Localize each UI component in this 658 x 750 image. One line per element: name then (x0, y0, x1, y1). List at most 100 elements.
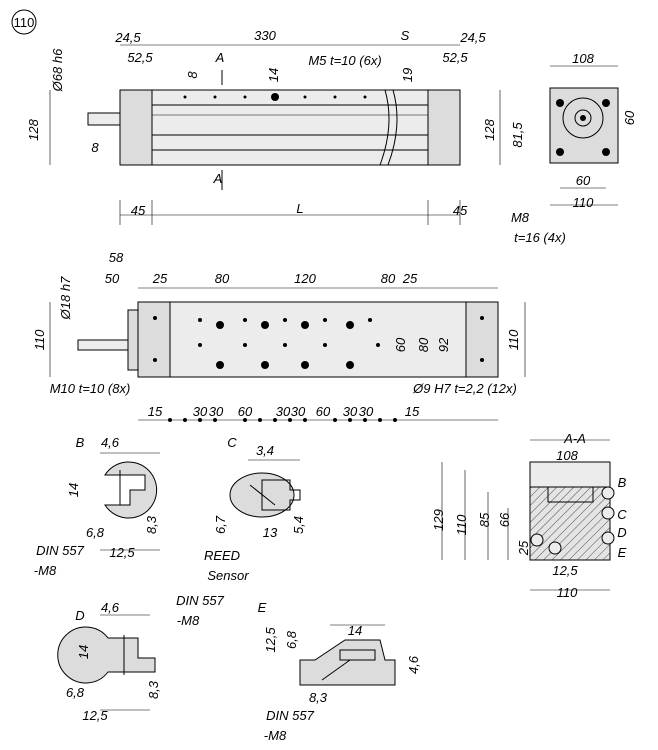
dimension-label-sA-110a: 110 (454, 514, 469, 535)
dimension-label-b-30c: 30 (276, 404, 291, 419)
dimension-label-sA-125: 12,5 (552, 563, 578, 578)
dimension-label-sD-14: 14 (76, 645, 91, 659)
dimension-label-t-245a: 24,5 (114, 30, 141, 45)
dimension-label-sE-68: 6,8 (284, 630, 299, 649)
dimension-label-sA-25: 25 (516, 540, 531, 556)
dimension-label-t-8a: 8 (185, 71, 200, 79)
dimension-label-sE-din: DIN 557 (266, 708, 314, 723)
dimension-label-sE-46: 4,6 (406, 655, 421, 674)
dimension-label-sA-129: 129 (431, 509, 446, 531)
dimension-label-sD-46: 4,6 (101, 600, 120, 615)
dimension-label-m-60: 60 (393, 337, 408, 352)
dimension-label-sC: C (227, 435, 237, 450)
dimension-label-r-110: 110 (573, 195, 594, 210)
dimension-label-b-60b: 60 (316, 404, 331, 419)
dimension-label-sB-46: 4,6 (101, 435, 120, 450)
dimension-label-m-d18: Ø18 h7 (58, 276, 73, 320)
dimension-label-t-L: L (296, 201, 303, 216)
dimension-label-m-m10: M10 t=10 (8x) (50, 381, 131, 396)
dimension-label-sB-m8: -M8 (34, 563, 57, 578)
dimension-label-sA-B: B (618, 475, 627, 490)
side-view (49, 287, 526, 422)
dimension-label-sA-E: E (618, 545, 627, 560)
dimension-label-m-58: 58 (109, 250, 124, 265)
dimension-label-t-45b: 45 (453, 203, 468, 218)
dimension-label-sA-110b: 110 (557, 585, 578, 600)
dimension-label-m-80b: 80 (381, 271, 396, 286)
dimension-label-b-30b: 30 (209, 404, 224, 419)
dimension-label-b-30d: 30 (291, 404, 306, 419)
dimension-label-sC-sensor: Sensor (207, 568, 249, 583)
dimension-label-b-30a: 30 (193, 404, 208, 419)
dimension-label-t-330: 330 (254, 28, 276, 43)
dimension-label-sB-14: 14 (66, 483, 81, 497)
dimension-label-sB-125: 12,5 (109, 545, 135, 560)
dimension-label-sE-m8: -M8 (264, 728, 287, 743)
dimension-label-sA: A-A (563, 431, 586, 446)
dimension-label-sD: D (75, 608, 84, 623)
dimension-label-b-15a: 15 (148, 404, 163, 419)
dimension-label-sB-din: DIN 557 (36, 543, 84, 558)
dimension-label-sC-reed: REED (204, 548, 240, 563)
figure-badge: 110 (11, 9, 37, 35)
dimension-label-sA-66: 66 (497, 512, 512, 527)
section-b (100, 452, 160, 551)
end-view (549, 65, 619, 206)
dimension-label-t-525b: 52,5 (442, 50, 468, 65)
dimension-label-t-S: S (401, 28, 410, 43)
dimension-label-r-815: 81,5 (510, 122, 525, 148)
figure-number: 110 (14, 15, 35, 30)
dimension-label-sB-68: 6,8 (86, 525, 105, 540)
dimension-label-sD-125: 12,5 (82, 708, 108, 723)
section-a-a (441, 439, 615, 591)
dimension-label-t-d68: Ø68 h6 (50, 48, 65, 92)
dimension-label-t-14a: 14 (266, 68, 281, 82)
dimension-label-b-15b: 15 (405, 404, 420, 419)
dimension-label-t-128a: 128 (26, 118, 41, 140)
dimension-label-sC-54: 5,4 (291, 516, 306, 534)
dimension-label-t-45a: 45 (131, 203, 146, 218)
top-view (49, 44, 501, 225)
dimension-label-t-8b: 8 (91, 140, 99, 155)
dimension-label-sB-83: 8,3 (144, 515, 159, 534)
section-d (57, 614, 156, 711)
section-c (229, 459, 301, 518)
dimension-label-m-50: 50 (105, 271, 120, 286)
dimension-label-sE-125: 12,5 (263, 627, 278, 653)
dimension-label-sD-din: DIN 557 (176, 593, 224, 608)
dimension-label-m-80c: 80 (416, 337, 431, 352)
dimension-label-r-t16: t=16 (4x) (514, 230, 566, 245)
dimension-label-sA-85: 85 (477, 512, 492, 527)
dimension-label-sD-m8: -M8 (177, 613, 200, 628)
dimension-label-t-Ab: A (213, 171, 223, 186)
dimension-label-t-m5: M5 t=10 (6x) (308, 53, 381, 68)
dimension-label-r-60a: 60 (622, 110, 637, 125)
dimension-label-m-80a: 80 (215, 271, 230, 286)
dimension-label-t-245b: 24,5 (459, 30, 486, 45)
dimension-label-sC-67: 6,7 (213, 515, 228, 534)
dimension-label-sD-83: 8,3 (146, 680, 161, 699)
dimension-label-t-128b: 128 (482, 118, 497, 140)
dimension-label-m-92: 92 (436, 337, 451, 352)
dimension-label-sD-68: 6,8 (66, 685, 85, 700)
dimension-label-b-30e: 30 (343, 404, 358, 419)
dimension-label-sE: E (258, 600, 267, 615)
dimension-label-sE-14: 14 (348, 623, 362, 638)
dimension-label-m-d9: Ø9 H7 t=2,2 (12x) (412, 381, 517, 396)
dimension-label-sA-C: C (617, 507, 627, 522)
dimension-label-sB: B (76, 435, 85, 450)
dimension-label-sA-108: 108 (556, 448, 578, 463)
dimension-label-b-60a: 60 (238, 404, 253, 419)
dimension-label-b-30f: 30 (359, 404, 374, 419)
dimension-label-sE-83: 8,3 (309, 690, 328, 705)
dimension-label-m-110b: 110 (506, 329, 521, 350)
dimension-label-sC-34: 3,4 (256, 443, 274, 458)
dimension-label-t-525a: 52,5 (127, 50, 153, 65)
dimension-label-r-60b: 60 (576, 173, 591, 188)
dimension-label-sC-13: 13 (263, 525, 278, 540)
dimension-label-t-19: 19 (400, 68, 415, 82)
dimension-label-sA-D: D (617, 525, 626, 540)
dimension-label-r-m8: M8 (511, 210, 530, 225)
dimension-label-r-108: 108 (572, 51, 594, 66)
